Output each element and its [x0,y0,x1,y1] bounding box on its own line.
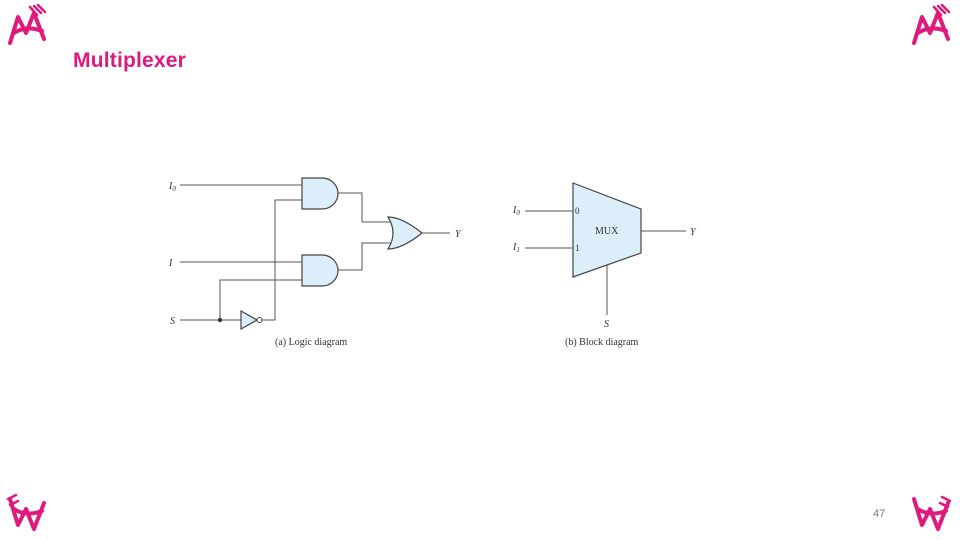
logic-input-i1-label: I [168,258,173,269]
not-gate-bubble [256,317,263,323]
logic-input-i0-label: I [168,181,173,192]
block-diagram-labels: I0 I1 0 1 MUX Y S (b) Block diagram [512,205,697,348]
slide-title: Multiplexer [73,49,187,72]
and-gate-1 [301,177,339,210]
block-input-i0-subscript: 0 [516,209,520,217]
svg-text:I0: I0 [168,181,176,193]
page-number: 47 [873,508,886,520]
block-input-i1-label: I [512,242,517,253]
logic-diagram [180,184,450,321]
university-crest-icon [908,3,954,49]
wire-and2-or [338,242,394,271]
logic-input-s-label: S [170,316,175,327]
university-crest-icon [4,3,50,49]
logic-diagram-labels: I0 I S Y (a) Logic diagram [168,181,462,348]
svg-text:I1: I1 [512,242,520,254]
block-select-s-label: S [604,319,609,330]
block-output-y-label: Y [690,227,697,238]
junction-dot [217,317,223,323]
wire-and1-or [338,192,394,223]
logic-input-i0-subscript: 0 [172,185,176,193]
block-port-0-label: 0 [575,206,580,216]
university-crest-icon [4,491,50,537]
svg-text:I0: I0 [512,205,520,217]
logic-output-y-label: Y [455,229,462,240]
wire-s-up [219,279,302,320]
block-input-i1-subscript: 1 [516,246,520,254]
and-gate-2 [301,254,339,287]
block-diagram-caption: (b) Block diagram [565,337,639,348]
mux-block [572,182,642,278]
logic-diagram-caption: (a) Logic diagram [275,337,347,348]
wire-s-not [262,199,302,321]
block-diagram [525,182,686,315]
mux-label: MUX [595,226,619,237]
block-input-i0-label: I [512,205,517,216]
university-crest-icon [908,491,954,537]
or-gate [386,216,423,250]
block-port-1-label: 1 [575,243,580,253]
not-gate [240,309,259,331]
